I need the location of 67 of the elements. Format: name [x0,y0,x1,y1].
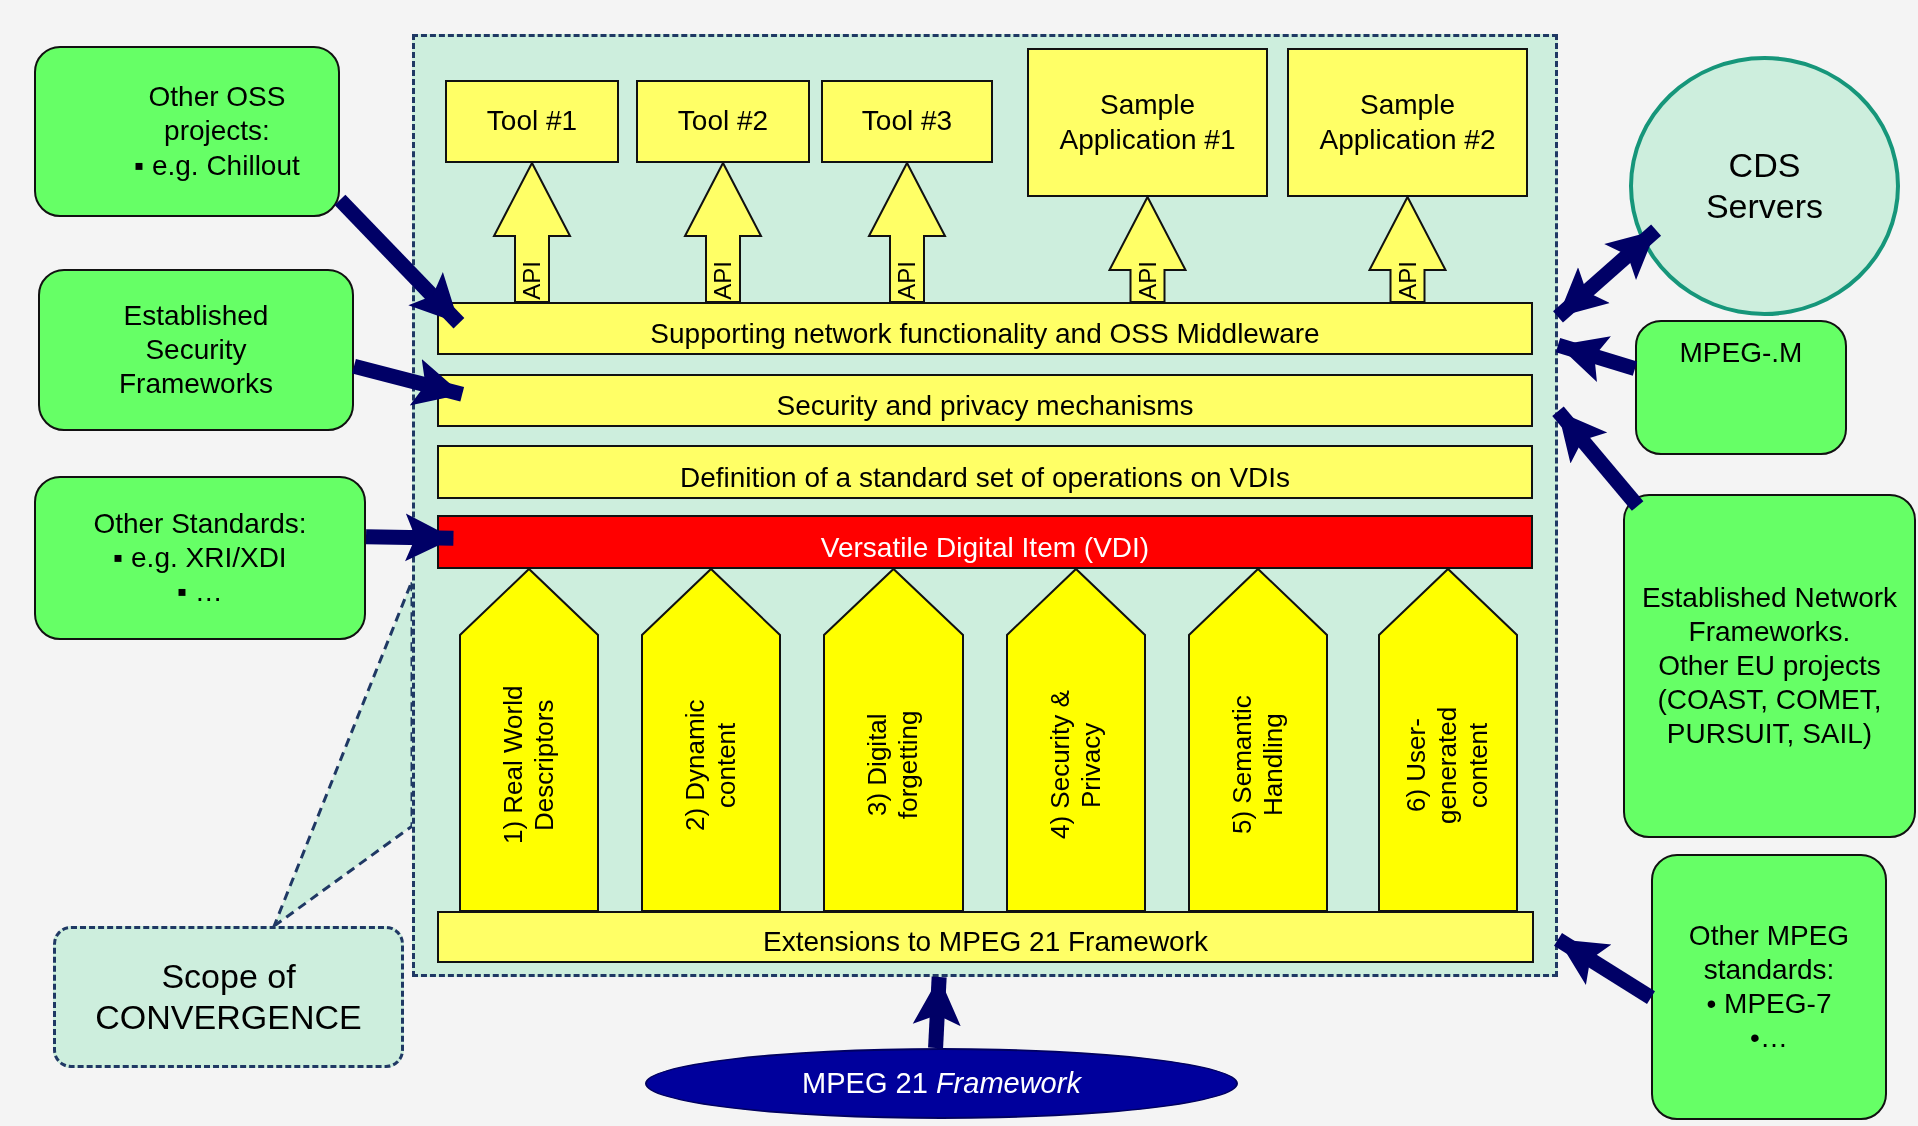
box-label: Tool #3 [861,104,953,139]
pillar-arrow [1378,567,1518,912]
tool-box [636,80,810,163]
block-arrow [867,160,947,303]
layer-band [437,515,1533,569]
arrow [912,976,961,1049]
layer-label: Extensions to MPEG 21 Framework [762,924,1208,959]
pillar-label: 2) Dynamic content [679,698,742,833]
arrow [365,513,454,562]
box-label: Established Network Frameworks. [1640,580,1899,649]
layer-label: Definition of a standard set of operations on VDIs [679,460,1291,495]
box-label: ▪ e.g. Chillout [134,148,300,183]
arrow [334,194,465,329]
application-box [1027,48,1268,197]
scope-callout-box [53,926,404,1068]
note-box [34,476,366,640]
pillar-label: 5) Semantic Handling [1226,694,1289,837]
pillar-label: 6) User-generated content [1401,705,1495,826]
box-label: • MPEG-7 [1706,987,1832,1021]
box-label: Tool #2 [677,104,769,139]
tool-box [821,80,993,163]
layer-band [437,445,1533,499]
box-label: Other Standards: [93,506,307,541]
block-arrow [1107,194,1188,303]
layer-label: Supporting network functionality and OSS Middleware [650,316,1320,351]
pillar-arrow [1006,567,1146,912]
box-label: Sample Application #2 [1319,88,1496,157]
arrow [1555,336,1638,383]
note-box [1635,320,1847,455]
arrow [1554,932,1655,1004]
block-arrow [1367,194,1448,303]
layer-band [437,302,1533,355]
layer-label: Versatile Digital Item (VDI) [820,530,1150,565]
box-label: CDS Servers [1704,144,1825,227]
application-box [1287,48,1528,197]
layer-band [437,911,1534,963]
arrow [352,358,465,406]
pillar-label: 1) Real World Descriptors [497,684,560,847]
box-label: Scope of CONVERGENCE [94,955,363,1038]
box-label: Other EU projects (COAST, COMET, PURSUIT, SAIL) [1656,648,1883,752]
block-arrow [492,160,572,303]
box-label: Other OSS projects: [147,80,287,149]
block-arrow [683,160,763,303]
pillar-arrow [823,567,964,912]
pillar-arrow [641,567,781,912]
pillar-label: 3) Digital forgetting [862,709,925,822]
note-box [38,269,354,431]
box-label: Other MPEG standards: [1687,918,1851,987]
box-label: •… [1750,1021,1788,1056]
pillar-arrow [459,567,599,912]
box-label: ▪ … [177,575,223,610]
box-label: MPEG 21 Framework [802,1065,1081,1101]
note-box [1651,854,1887,1120]
pillar-arrow [1188,567,1328,912]
arrow [1552,406,1644,511]
layer-label: Security and privacy mechanisms [776,388,1194,423]
note-box [1623,494,1916,838]
pillar-label: 4) Security & Privacy [1044,689,1107,842]
layer-band [437,374,1533,427]
arrow [1553,224,1662,323]
tool-box [445,80,619,163]
box-label: Established Security Frameworks [118,298,274,402]
box-label: ▪ e.g. XRI/XDI [113,540,287,575]
box-label: MPEG-.M [1679,336,1803,370]
note-box [34,46,340,217]
box-label: Tool #1 [486,104,578,139]
box-label: Sample Application #1 [1059,88,1236,157]
